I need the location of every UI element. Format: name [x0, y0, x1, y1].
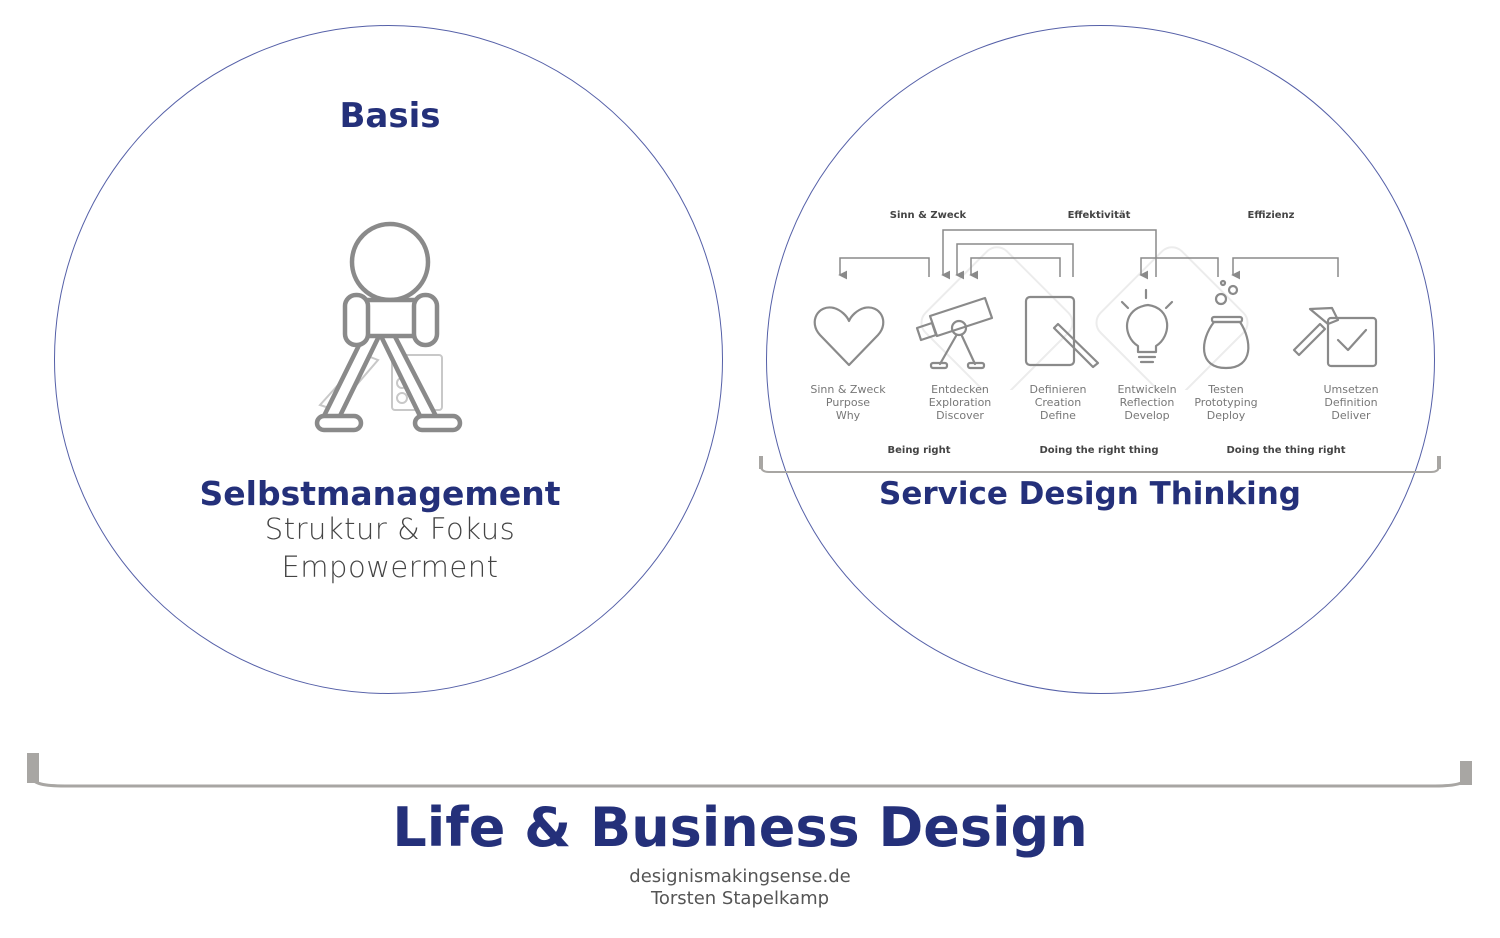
- document-pencil-icon: [1024, 295, 1100, 369]
- step-4-line-1: Entwickeln: [1117, 383, 1177, 396]
- step-6-line-3: Deliver: [1331, 409, 1371, 422]
- step-3-label: Definieren Creation Define: [1003, 383, 1113, 422]
- phase-doing-thing-right: Doing the thing right: [1226, 445, 1346, 456]
- step-4-label: Entwickeln Reflection Develop: [1092, 383, 1202, 422]
- flask-icon: [1202, 279, 1250, 370]
- life-business-bracket: [27, 753, 1472, 788]
- group-label-effizienz: Effizienz: [1247, 210, 1295, 221]
- hammer-check-icon: [1292, 306, 1378, 368]
- step-1-line-2: Purpose: [825, 396, 871, 409]
- step-5-line-1: Testen: [1208, 383, 1244, 396]
- walking-figure-icon: [314, 221, 463, 433]
- step-3-line-2: Creation: [1034, 396, 1082, 409]
- step-3-line-1: Definieren: [1029, 383, 1087, 396]
- step-1-label: Sinn & Zweck Purpose Why: [793, 383, 903, 422]
- step-6-label: Umsetzen Definition Deliver: [1296, 383, 1406, 422]
- subtitle-line-2: Empowerment: [281, 550, 499, 584]
- step-3-line-3: Define: [1040, 409, 1076, 422]
- group-label-effektivitaet: Effektivität: [1067, 210, 1131, 221]
- step-1-line-1: Sinn & Zweck: [810, 383, 886, 396]
- step-1-line-3: Why: [835, 409, 861, 422]
- step-6-line-2: Definition: [1324, 396, 1378, 409]
- step-5-line-3: Deploy: [1206, 409, 1246, 422]
- step-5-line-2: Prototyping: [1194, 396, 1258, 409]
- selbstmanagement-title: Selbstmanagement: [199, 474, 561, 513]
- step-2-line-2: Exploration: [928, 396, 992, 409]
- step-2-label: Entdecken Exploration Discover: [905, 383, 1015, 422]
- author-text: Torsten Stapelkamp: [650, 888, 830, 909]
- step-6-line-1: Umsetzen: [1323, 383, 1379, 396]
- basis-heading: Basis: [339, 96, 441, 136]
- subtitle-line-1: Struktur & Fokus: [264, 512, 516, 546]
- step-4-line-3: Develop: [1124, 409, 1170, 422]
- service-design-circle: [766, 25, 1435, 694]
- telescope-icon: [915, 296, 994, 370]
- process-diagram: [813, 229, 1378, 390]
- phase-being-right: Being right: [887, 445, 951, 456]
- life-business-design-title: Life & Business Design: [392, 796, 1088, 859]
- basis-circle: [54, 25, 723, 694]
- step-4-line-2: Reflection: [1119, 396, 1175, 409]
- phase-doing-right-thing: Doing the right thing: [1039, 445, 1159, 456]
- heart-icon: [813, 306, 885, 367]
- sdt-bracket: [759, 456, 1441, 473]
- group-label-sinn: Sinn & Zweck: [889, 210, 967, 221]
- service-design-thinking-title: Service Design Thinking: [879, 476, 1301, 512]
- website-text: designismakingsense.de: [629, 866, 851, 887]
- step-5-label: Testen Prototyping Deploy: [1171, 383, 1281, 422]
- step-2-line-1: Entdecken: [931, 383, 989, 396]
- lightbulb-icon: [1120, 288, 1174, 364]
- step-2-line-3: Discover: [936, 409, 984, 422]
